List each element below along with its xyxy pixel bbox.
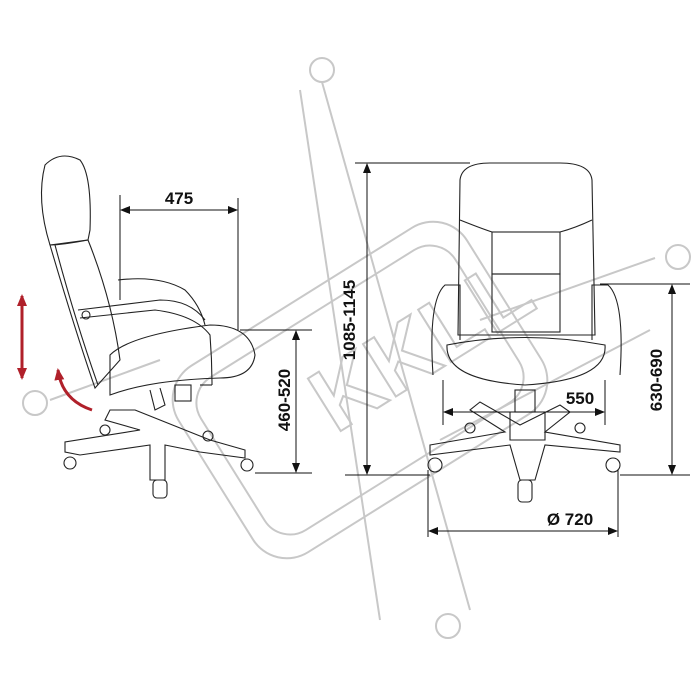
dimension-base-diameter: Ø 720 <box>427 470 619 537</box>
watermark-circle-icon <box>435 613 461 639</box>
watermark-circle-icon <box>22 390 48 416</box>
watermark-circle-icon <box>665 244 691 270</box>
dimension-seat-depth: 475 <box>119 189 239 330</box>
dimension-armrest-height: 630-690 <box>600 283 690 476</box>
dimension-total-height: 1085-1145 <box>340 162 470 476</box>
front-view-chair <box>427 162 622 503</box>
total-height-label: 1085-1145 <box>340 280 359 360</box>
dimension-seat-width: 550 <box>442 380 606 425</box>
base-diameter-label: Ø 720 <box>547 510 593 529</box>
tilt-arrow-icon <box>54 368 93 412</box>
side-view-chair <box>40 155 256 499</box>
seat-width-label: 550 <box>566 389 594 408</box>
dimension-seat-height: 460-520 <box>240 329 312 474</box>
seat-depth-label: 475 <box>165 189 193 208</box>
armrest-height-label: 630-690 <box>647 349 666 411</box>
watermark-circle-icon <box>309 57 335 83</box>
seat-height-label: 460-520 <box>275 369 294 431</box>
